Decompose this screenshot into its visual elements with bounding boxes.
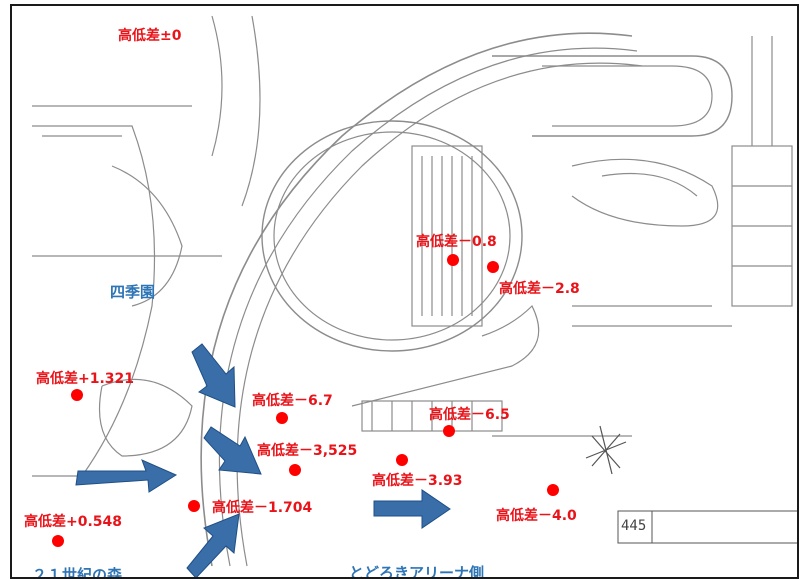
flow-arrow-icon bbox=[203, 426, 262, 475]
elevation-label-plus-1-321: 高低差+1.321 bbox=[36, 371, 135, 387]
elevation-point-icon bbox=[276, 412, 288, 424]
map-frame: 445 高低差±0 高低差－0.8 高低差－2.8 高低差+1.321 高低差－… bbox=[10, 4, 799, 579]
area-label-21st-century-forest: ２１世紀の森 bbox=[32, 566, 123, 579]
elevation-label-minus-3-525: 高低差－3,525 bbox=[257, 443, 358, 459]
elevation-label-plus-0-548: 高低差+0.548 bbox=[24, 514, 123, 530]
elevation-label-minus-6-5: 高低差－6.5 bbox=[429, 407, 510, 423]
area-label-shikien: 四季園 bbox=[110, 283, 156, 301]
elevation-point-icon bbox=[443, 425, 455, 437]
elevation-point-icon bbox=[52, 535, 64, 547]
elevation-label-minus-2-8: 高低差－2.8 bbox=[499, 281, 580, 297]
flow-arrow-icon bbox=[186, 513, 240, 577]
elevation-point-icon bbox=[396, 454, 408, 466]
flow-arrow-icon bbox=[75, 459, 178, 493]
area-label-arena-side: とどろきアリーナ側 bbox=[349, 564, 485, 579]
north-arrow-icon bbox=[585, 425, 627, 475]
elevation-label-minus-6-7: 高低差－6.7 bbox=[252, 393, 333, 409]
site-plan-drawing: 445 bbox=[32, 15, 797, 577]
elevation-point-icon bbox=[447, 254, 459, 266]
elevation-point-icon bbox=[487, 261, 499, 273]
elevation-point-icon bbox=[188, 500, 200, 512]
elevation-label-zero: 高低差±0 bbox=[118, 28, 182, 44]
elevation-point-icon bbox=[547, 484, 559, 496]
flow-arrow-icon bbox=[191, 343, 236, 408]
flow-arrow-icon bbox=[373, 489, 451, 529]
elevation-label-minus-0-8: 高低差－0.8 bbox=[416, 234, 497, 250]
elevation-label-minus-3-93: 高低差－3.93 bbox=[372, 473, 463, 489]
plan-number: 445 bbox=[621, 518, 646, 534]
elevation-point-icon bbox=[289, 464, 301, 476]
elevation-point-icon bbox=[71, 389, 83, 401]
elevation-label-minus-1-704: 高低差－1.704 bbox=[212, 500, 313, 516]
plan-title-block bbox=[617, 510, 797, 544]
elevation-label-minus-4-0: 高低差－4.0 bbox=[496, 508, 577, 524]
